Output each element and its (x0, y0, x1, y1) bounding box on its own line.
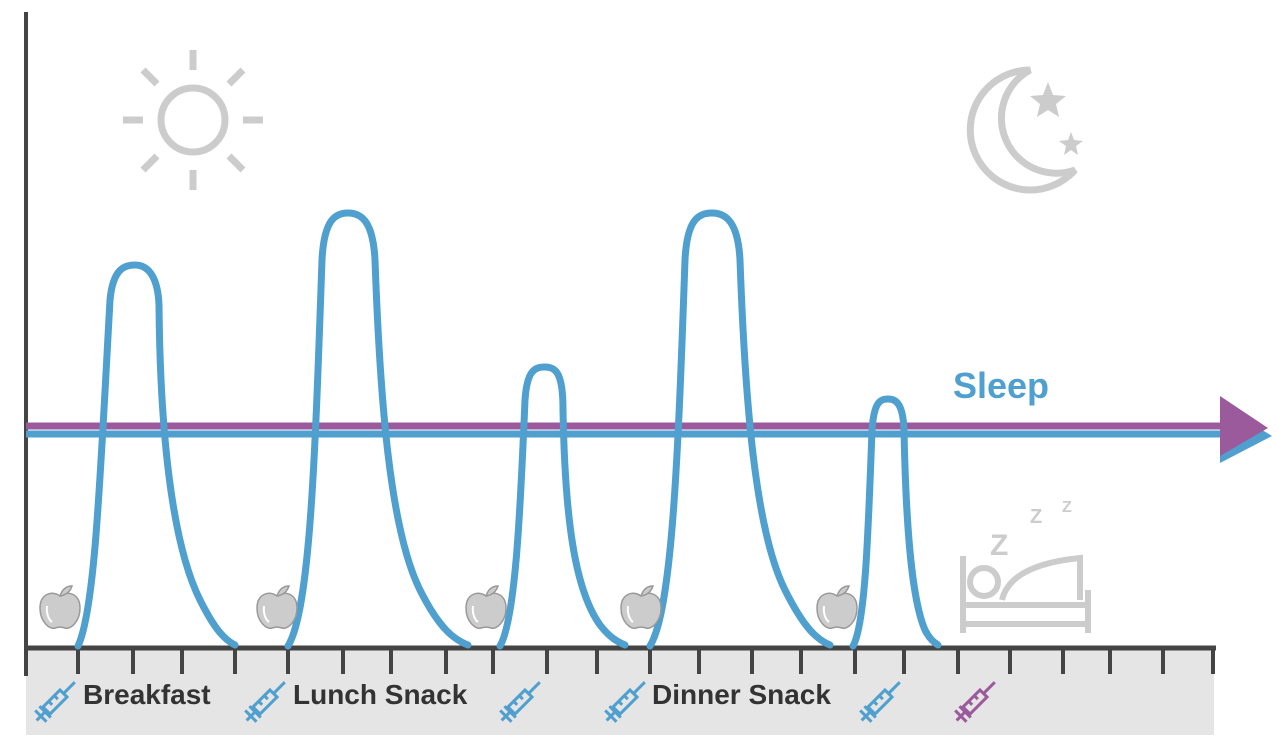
apple-icon (256, 585, 298, 630)
arrow-head-purple (1220, 396, 1268, 456)
svg-text:Z: Z (1030, 506, 1042, 528)
syringe-icon (604, 681, 646, 723)
syringe-icon-basal (954, 681, 996, 723)
svg-text:Z: Z (990, 529, 1008, 562)
peak-dinner (646, 209, 834, 650)
peak-lunch (284, 209, 472, 650)
label-breakfast: Breakfast (83, 679, 211, 710)
syringe-icon (859, 681, 901, 723)
label-dinner-snack: Dinner Snack (652, 679, 831, 710)
apple-icon (620, 585, 662, 630)
sun-icon (123, 50, 263, 190)
syringe-icons (34, 681, 996, 723)
bed-sleep-icon: Z Z Z (960, 499, 1091, 633)
peak-snack (496, 363, 629, 650)
sleep-label: Sleep (953, 365, 1049, 406)
peak-bedtime-snack (849, 395, 942, 650)
timeline-band (26, 648, 1214, 735)
syringe-icon (244, 681, 286, 723)
syringe-icon (34, 681, 76, 723)
svg-text:Z: Z (1062, 499, 1072, 516)
label-lunch-snack: Lunch Snack (293, 679, 468, 710)
peak-breakfast (74, 261, 239, 650)
moon-stars-icon (966, 66, 1083, 194)
apple-icon (39, 585, 81, 630)
apple-icons (39, 585, 858, 630)
apple-icon (465, 585, 507, 630)
x-axis-ticks (24, 648, 1215, 676)
syringe-icon (499, 681, 541, 723)
glucose-curves (74, 209, 942, 650)
apple-icon (816, 585, 858, 630)
